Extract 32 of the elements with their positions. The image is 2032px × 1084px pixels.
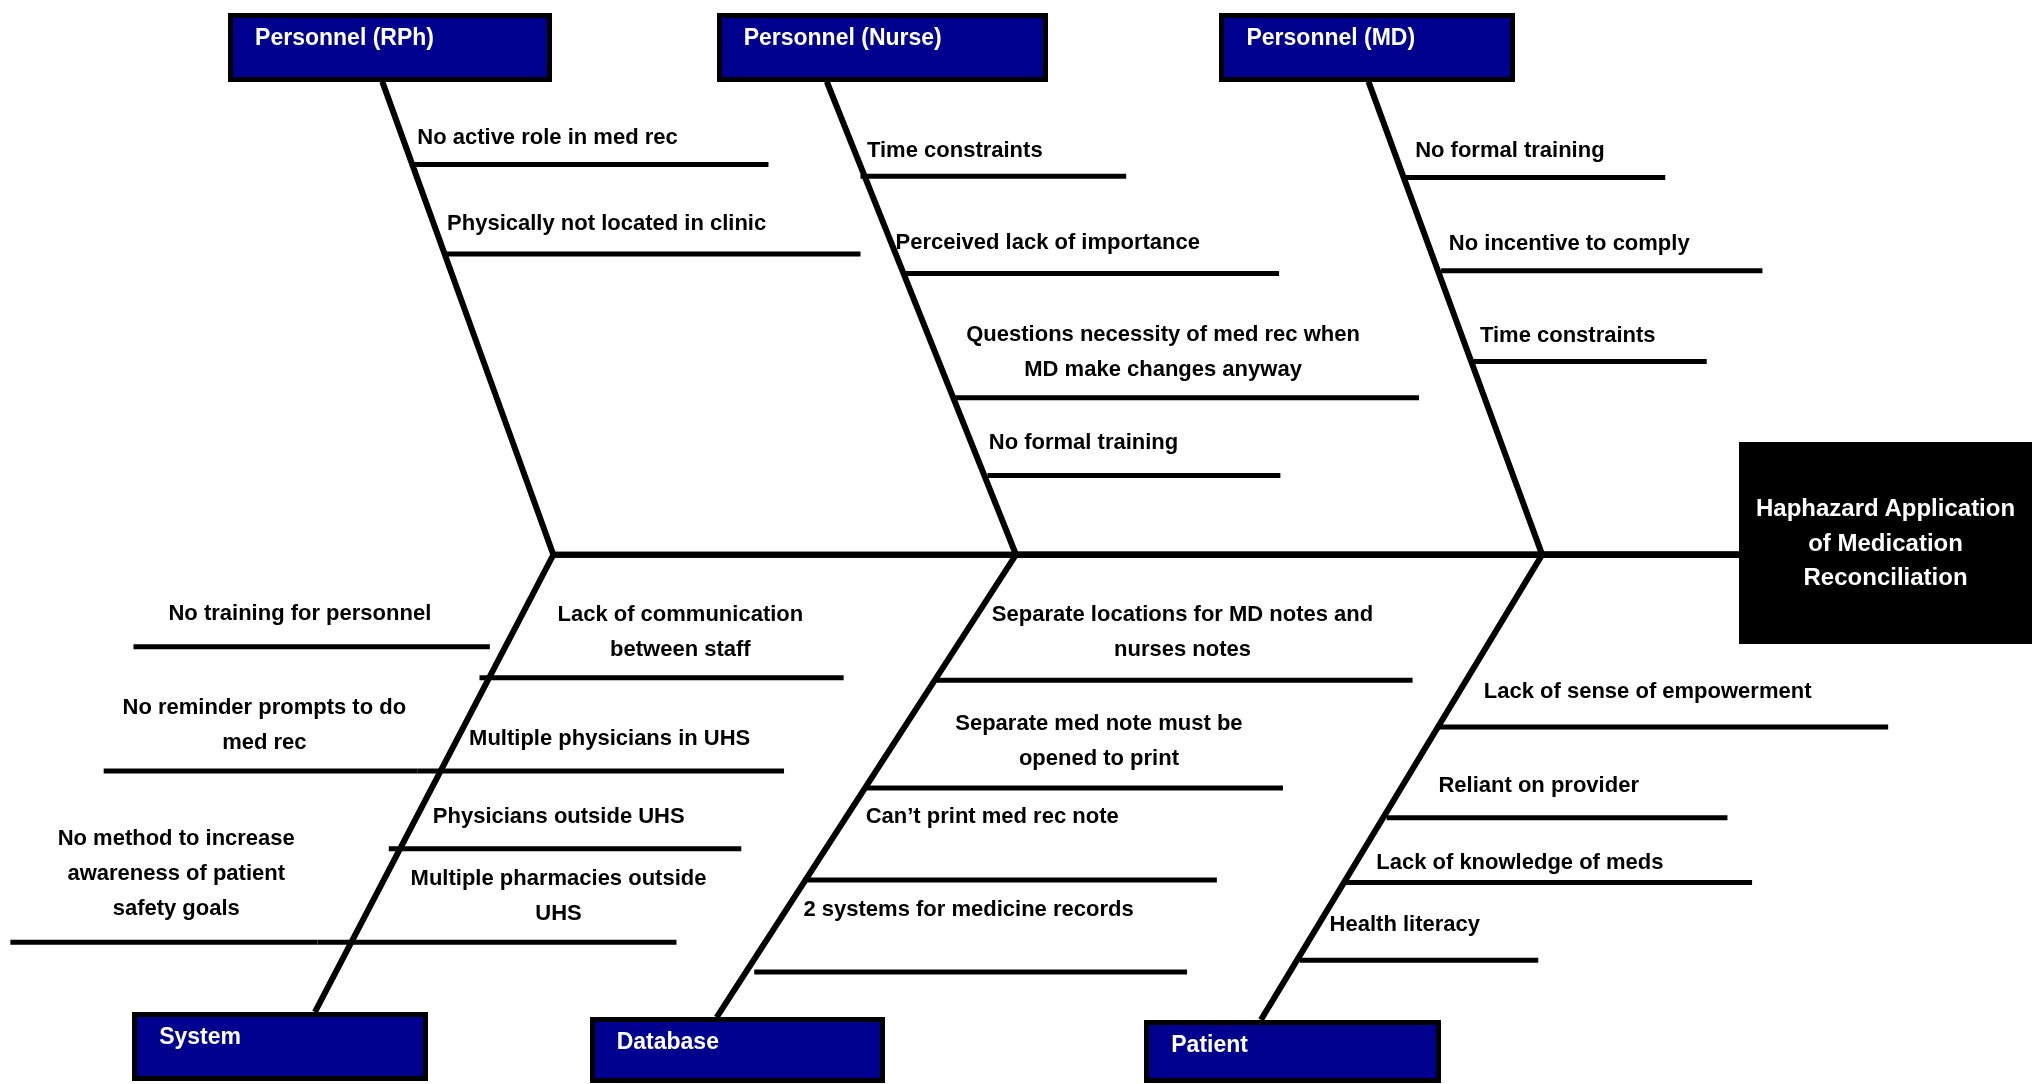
cause-text: Physicians outside UHS xyxy=(432,801,685,830)
category-box: Patient xyxy=(1144,1019,1442,1084)
category-box: Personnel (RPh) xyxy=(228,12,553,82)
category-box: Database xyxy=(589,1017,886,1084)
cause-text: Lack of knowledge of meds xyxy=(1376,848,1664,877)
fishbone-bone xyxy=(1258,551,1740,1022)
cause-text: No training for personnel xyxy=(168,599,432,628)
cause-text: No method to increase awareness of patient safety goals xyxy=(56,824,296,923)
cause-text: Separate locations for MD notes and nurses notes xyxy=(990,600,1375,664)
cause-text: Lack of communication between staff xyxy=(556,600,805,664)
category-box: Personnel (Nurse) xyxy=(716,12,1049,82)
cause-text: Perceived lack of importance xyxy=(895,227,1200,256)
cause-text: Time constraints xyxy=(866,135,1043,164)
cause-text: Multiple pharmacies outside UHS xyxy=(409,864,708,928)
cause-text: Questions necessity of med rec when MD make changes anyway xyxy=(965,320,1361,384)
cause-text: Can’t print med rec note xyxy=(865,801,1119,830)
effect-box: Haphazard Application of Medication Reconciliation xyxy=(1739,441,2032,645)
cause-text: No formal training xyxy=(1415,135,1605,164)
cause-text: No formal training xyxy=(988,428,1179,457)
cause-text: 2 systems for medicine records xyxy=(803,894,1134,923)
cause-text: Separate med note must be opened to print xyxy=(954,708,1244,772)
cause-text: Reliant on provider xyxy=(1438,770,1639,799)
cause-text: Lack of sense of empowerment xyxy=(1483,677,1812,706)
cause-text: No incentive to comply xyxy=(1448,228,1690,257)
cause-text: Health literacy xyxy=(1329,910,1480,939)
cause-text: No active role in med rec xyxy=(417,122,678,151)
cause-text: Multiple physicians in UHS xyxy=(469,723,751,752)
category-box: System xyxy=(132,1012,428,1081)
cause-text: No reminder prompts to do med rec xyxy=(121,693,408,757)
cause-text: Time constraints xyxy=(1479,320,1656,349)
cause-text: Physically not located in clinic xyxy=(447,209,767,238)
category-box: Personnel (MD) xyxy=(1219,12,1515,82)
